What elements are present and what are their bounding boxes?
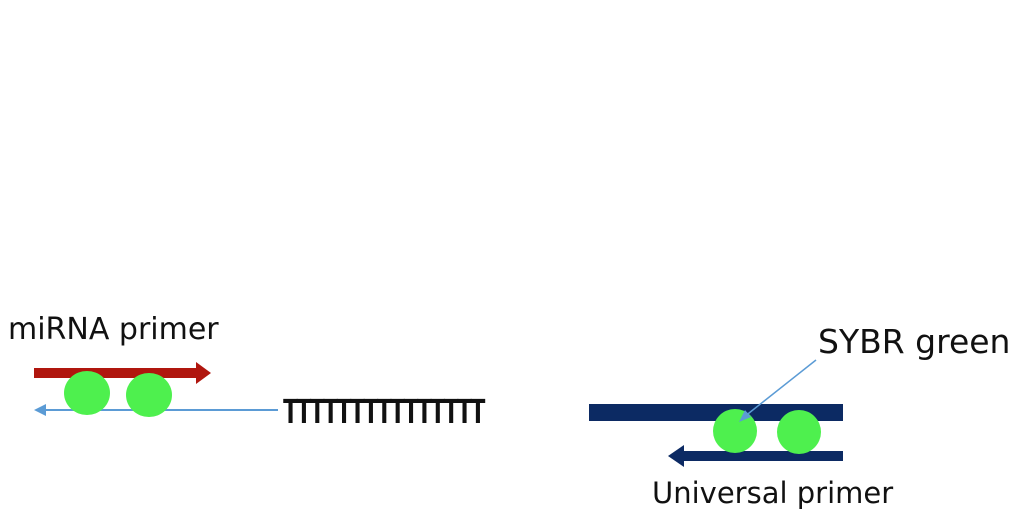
- mirna-primer-head-icon: [196, 362, 211, 384]
- sybr-dye-circle-icon: [777, 410, 821, 454]
- mirna-primer-shaft: [34, 368, 197, 378]
- sybr-pointer-line: [743, 359, 817, 418]
- sybr-dye-circle-icon: [126, 373, 172, 417]
- universal-primer-label: Universal primer: [652, 476, 894, 510]
- sybr-green-label: SYBR green: [818, 322, 1011, 361]
- universal-primer-arrow: [668, 445, 843, 467]
- mirna-primer-label: miRNA primer: [8, 312, 219, 347]
- sybr-dye-circle-icon: [64, 371, 110, 415]
- universal-primer-shaft: [682, 451, 843, 461]
- cdna-strand-head-icon: [34, 404, 46, 416]
- universal-primer-head-icon: [668, 445, 684, 467]
- sybr-dye-circle-icon: [713, 409, 757, 453]
- sybr-pointer-head-icon: [739, 410, 751, 422]
- poly-t-tail-label: TTTTTTTTTTTTTTT: [282, 392, 487, 431]
- mirna-primer-arrow: [34, 362, 211, 384]
- universal-adaptor-strand: [589, 404, 843, 421]
